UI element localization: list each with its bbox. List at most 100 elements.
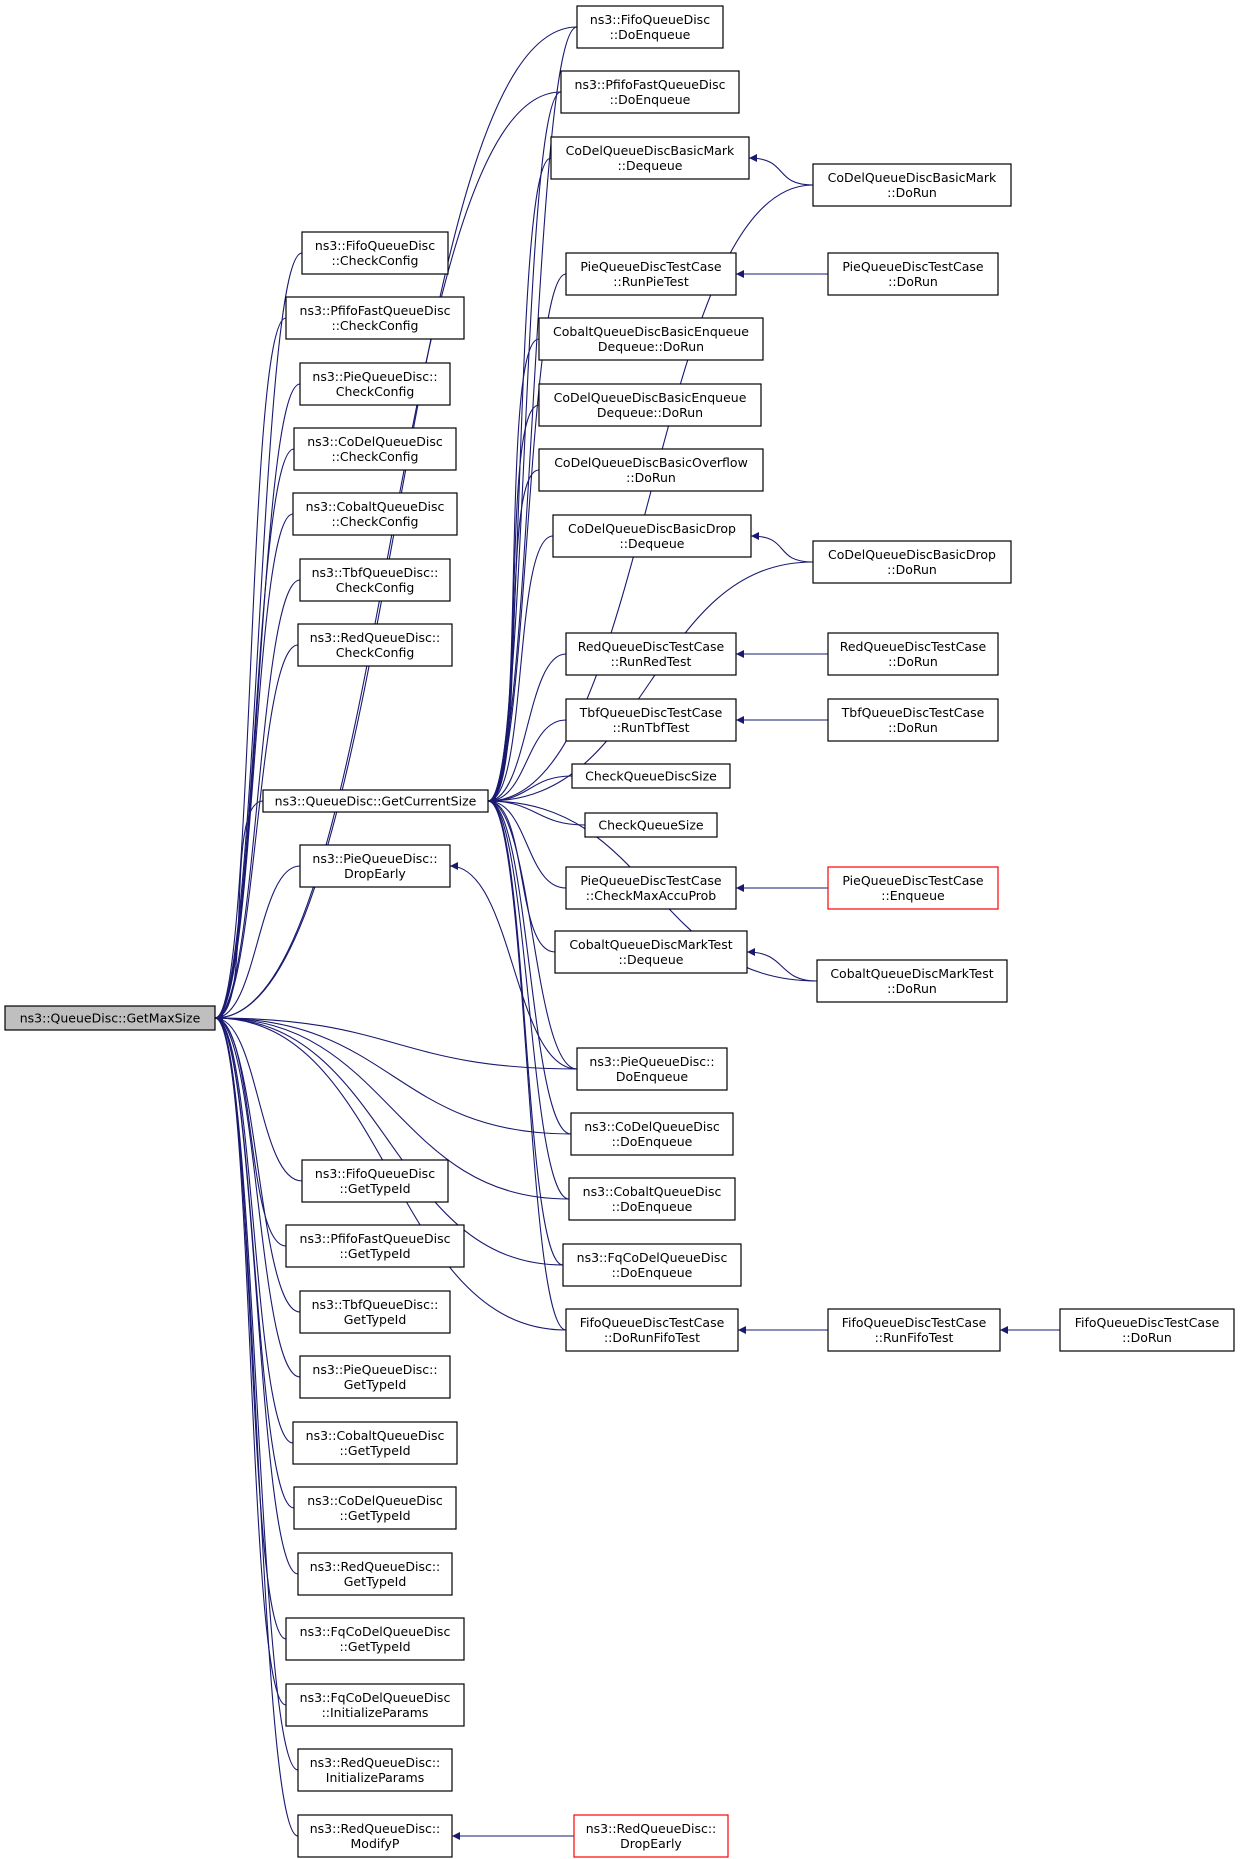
node-fqcodel_gt[interactable]: ns3::FqCoDelQueueDisc::GetTypeId <box>285 1617 465 1661</box>
node-codelmark_deq[interactable]: CoDelQueueDiscBasicMark::Dequeue <box>550 136 750 180</box>
node-red_modifyp[interactable]: ns3::RedQueueDisc::ModifyP <box>297 1814 453 1858</box>
node-label: ::InitializeParams <box>322 1705 429 1720</box>
node-box <box>571 763 731 789</box>
node-pie_enq[interactable]: ns3::PieQueueDisc::DoEnqueue <box>576 1047 728 1091</box>
node-label: ::GetTypeId <box>339 1181 410 1196</box>
node-getcursize[interactable]: ns3::QueueDisc::GetCurrentSize <box>262 789 489 813</box>
node-fifotest_runfifo[interactable]: FifoQueueDiscTestCase::RunFifoTest <box>827 1308 1001 1352</box>
node-label: ns3::RedQueueDisc:: <box>310 630 441 645</box>
node-codel_cc[interactable]: ns3::CoDelQueueDisc::CheckConfig <box>293 427 457 471</box>
node-red_gt[interactable]: ns3::RedQueueDisc::GetTypeId <box>297 1552 453 1596</box>
node-box <box>299 844 451 888</box>
node-box <box>827 252 999 296</box>
node-codeldrop_dorun[interactable]: CoDelQueueDiscBasicDrop::DoRun <box>812 540 1012 584</box>
node-fifo_cc[interactable]: ns3::FifoQueueDisc::CheckConfig <box>301 231 449 275</box>
node-box <box>560 70 740 114</box>
node-box <box>297 1552 453 1596</box>
node-label: ns3::FqCoDelQueueDisc <box>300 1690 451 1705</box>
node-fqcodel_ip[interactable]: ns3::FqCoDelQueueDisc::InitializeParams <box>285 1683 465 1727</box>
edge-codel_enq-to-getcursize <box>487 797 572 1135</box>
node-box <box>565 252 737 296</box>
node-box <box>565 1308 739 1352</box>
edge-pie_dropearly-to-getmaxsize <box>214 865 301 1022</box>
node-label: GetTypeId <box>344 1574 407 1589</box>
node-checkqdsize[interactable]: CheckQueueDiscSize <box>571 763 731 789</box>
node-pfifo_cc[interactable]: ns3::PfifoFastQueueDisc::CheckConfig <box>285 296 465 340</box>
node-fifo_enq[interactable]: ns3::FifoQueueDisc::DoEnqueue <box>576 5 724 49</box>
node-label: TbfQueueDiscTestCase <box>579 705 723 720</box>
node-box <box>538 383 762 427</box>
node-box <box>538 317 764 361</box>
node-fqcodel_enq[interactable]: ns3::FqCoDelQueueDisc::DoEnqueue <box>562 1243 742 1287</box>
node-box <box>297 1814 453 1858</box>
node-fifotest_dorunfifo[interactable]: FifoQueueDiscTestCase::DoRunFifoTest <box>565 1308 739 1352</box>
edge-pfifo_cc-to-getmaxsize <box>214 317 287 1022</box>
node-codel_enq[interactable]: ns3::CoDelQueueDisc::DoEnqueue <box>570 1112 734 1156</box>
node-cobaltmark_dorun[interactable]: CobaltQueueDiscMarkTest::DoRun <box>816 959 1008 1003</box>
node-box <box>293 1486 457 1530</box>
node-pietest_cmap[interactable]: PieQueueDiscTestCase::CheckMaxAccuProb <box>565 866 737 910</box>
node-pfifo_gt[interactable]: ns3::PfifoFastQueueDisc::GetTypeId <box>285 1224 465 1268</box>
edges-layer <box>214 26 1060 1840</box>
node-codelovf_dorun[interactable]: CoDelQueueDiscBasicOverflow::DoRun <box>538 448 764 492</box>
edge-pietest_cmap-to-getcursize <box>487 797 567 889</box>
edge-codeldrop_dorun-to-codeldrop_deq <box>750 532 814 563</box>
node-cobalt_gt[interactable]: ns3::CobaltQueueDisc::GetTypeId <box>292 1421 458 1465</box>
node-label: ns3::RedQueueDisc:: <box>310 1559 441 1574</box>
node-pie_gt[interactable]: ns3::PieQueueDisc::GetTypeId <box>299 1355 451 1399</box>
node-box <box>565 632 737 676</box>
edge-codelovf_dorun-to-getcursize <box>487 469 540 805</box>
node-fifotest_dorun[interactable]: FifoQueueDiscTestCase::DoRun <box>1059 1308 1235 1352</box>
node-box <box>285 1224 465 1268</box>
edge-codeldrop_dorun-to-getcursize <box>487 561 814 805</box>
node-label: CheckQueueDiscSize <box>585 769 717 784</box>
node-pfifo_enq[interactable]: ns3::PfifoFastQueueDisc::DoEnqueue <box>560 70 740 114</box>
node-cobaltenq_dorun[interactable]: CobaltQueueDiscBasicEnqueueDequeue::DoRu… <box>538 317 764 361</box>
node-cobalt_enq[interactable]: ns3::CobaltQueueDisc::DoEnqueue <box>568 1177 736 1221</box>
node-label: ns3::FifoQueueDisc <box>315 238 435 253</box>
node-fifo_gt[interactable]: ns3::FifoQueueDisc::GetTypeId <box>301 1159 449 1203</box>
node-label: CoDelQueueDiscBasicOverflow <box>554 455 748 470</box>
node-red_dropearly[interactable]: ns3::RedQueueDisc::DropEarly <box>573 1814 729 1858</box>
node-label: ::DoEnqueue <box>610 92 691 107</box>
node-label: ModifyP <box>351 1836 400 1851</box>
node-label: CheckQueueSize <box>598 818 703 833</box>
node-tbftest_run[interactable]: TbfQueueDiscTestCase::RunTbfTest <box>565 698 737 742</box>
node-getmaxsize[interactable]: ns3::QueueDisc::GetMaxSize <box>4 1005 216 1031</box>
node-label: FifoQueueDiscTestCase <box>842 1315 987 1330</box>
node-cobalt_cc[interactable]: ns3::CobaltQueueDisc::CheckConfig <box>292 492 458 536</box>
node-box <box>565 866 737 910</box>
node-label: ::DoEnqueue <box>612 1265 693 1280</box>
node-label: ns3::TbfQueueDisc:: <box>312 565 439 580</box>
edge-pfifo_enq-to-getcursize <box>487 91 562 805</box>
node-pie_cc[interactable]: ns3::PieQueueDisc::CheckConfig <box>299 362 451 406</box>
node-red_ip[interactable]: ns3::RedQueueDisc::InitializeParams <box>297 1748 453 1792</box>
node-codel_gt[interactable]: ns3::CoDelQueueDisc::GetTypeId <box>293 1486 457 1530</box>
node-cobaltmark_deq[interactable]: CobaltQueueDiscMarkTest::Dequeue <box>554 930 748 974</box>
edge-fifo_gt-to-getmaxsize <box>214 1014 303 1182</box>
edge-cobalt_enq-to-getmaxsize <box>214 1014 570 1200</box>
node-tbf_gt[interactable]: ns3::TbfQueueDisc::GetTypeId <box>299 1290 451 1334</box>
node-tbf_cc[interactable]: ns3::TbfQueueDisc::CheckConfig <box>299 558 451 602</box>
node-pie_dropearly[interactable]: ns3::PieQueueDisc::DropEarly <box>299 844 451 888</box>
node-tbftest_dorun[interactable]: TbfQueueDiscTestCase::DoRun <box>827 698 999 742</box>
node-red_cc[interactable]: ns3::RedQueueDisc::CheckConfig <box>297 623 453 667</box>
edge-tbf_gt-to-getmaxsize <box>214 1014 301 1313</box>
node-checkqsize[interactable]: CheckQueueSize <box>584 812 718 838</box>
node-codeldrop_deq[interactable]: CoDelQueueDiscBasicDrop::Dequeue <box>552 514 752 558</box>
node-label: ::DoRun <box>888 720 938 735</box>
node-box <box>576 5 724 49</box>
node-pietest_enq[interactable]: PieQueueDiscTestCase::Enqueue <box>827 866 999 910</box>
node-label: Dequeue::DoRun <box>597 405 703 420</box>
node-box <box>570 1112 734 1156</box>
node-box <box>538 448 764 492</box>
node-redtest_run[interactable]: RedQueueDiscTestCase::RunRedTest <box>565 632 737 676</box>
node-codelmark_dorun[interactable]: CoDelQueueDiscBasicMark::DoRun <box>812 163 1012 207</box>
node-pietest_dorun[interactable]: PieQueueDiscTestCase::DoRun <box>827 252 999 296</box>
node-pietest_run[interactable]: PieQueueDiscTestCase::RunPieTest <box>565 252 737 296</box>
node-label: ::GetTypeId <box>339 1639 410 1654</box>
node-label: ::Dequeue <box>619 952 684 967</box>
node-redtest_dorun[interactable]: RedQueueDiscTestCase::DoRun <box>827 632 999 676</box>
